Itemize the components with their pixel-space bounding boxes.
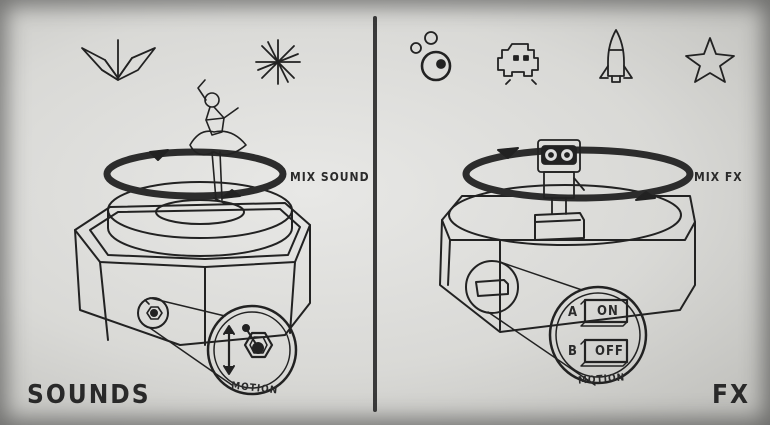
star-icon[interactable] <box>685 37 735 83</box>
fx-switch-button[interactable] <box>465 260 519 314</box>
robot-figure <box>537 139 585 215</box>
mix-sound-label: MIX SOUND <box>290 170 370 184</box>
bubbles-icon[interactable] <box>410 31 452 82</box>
mix-fx-label: MIX FX <box>694 170 743 184</box>
switch-a-letter: A <box>568 305 579 320</box>
music-box <box>74 79 311 396</box>
rocket-icon[interactable] <box>599 29 633 83</box>
fx-switch-lens[interactable] <box>548 285 648 385</box>
switch-a-on[interactable] <box>580 298 629 327</box>
switch-a-state: ON <box>597 304 619 319</box>
sounds-title: SOUNDS <box>27 380 151 410</box>
origami-crane-icon[interactable] <box>81 39 156 81</box>
mix-sound-ring[interactable] <box>103 148 287 200</box>
mix-fx-ring[interactable] <box>462 146 694 202</box>
sound-motion-lens[interactable] <box>206 304 298 396</box>
sparkle-icon[interactable] <box>255 39 301 85</box>
switch-b-letter: B <box>568 344 578 359</box>
space-invader-icon[interactable] <box>497 43 539 85</box>
switch-b-off[interactable] <box>580 338 629 367</box>
ballerina-figure <box>189 79 247 205</box>
sound-motion-button[interactable] <box>137 297 169 329</box>
fx-title: FX <box>712 380 751 410</box>
switch-b-state: OFF <box>595 344 624 359</box>
fx-box <box>439 139 696 386</box>
